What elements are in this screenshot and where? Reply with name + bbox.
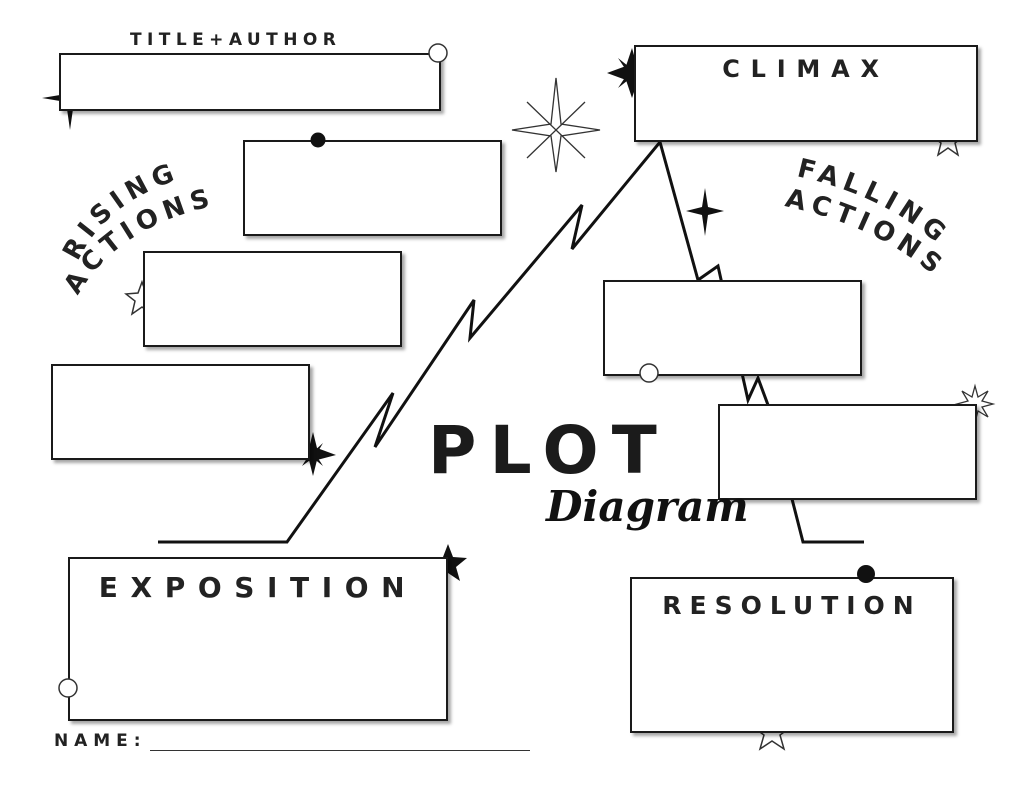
rising-action-box-3[interactable] <box>51 364 310 460</box>
rising-action-box-2[interactable] <box>143 251 402 347</box>
plot-line <box>158 138 864 544</box>
rising-action-box-1[interactable] <box>243 140 502 236</box>
name-input-line[interactable] <box>150 750 530 751</box>
star-solid-icon <box>429 544 467 581</box>
climax-label: CLIMAX <box>722 55 890 83</box>
exposition-label: EXPOSITION <box>98 571 418 604</box>
resolution-label: RESOLUTION <box>662 591 922 620</box>
starburst-outline-icon <box>511 77 601 173</box>
burst-star-icon <box>607 48 658 98</box>
falling-action-box-1[interactable] <box>603 280 862 376</box>
title-author-box[interactable] <box>59 53 441 111</box>
plot-subtitle: Diagram <box>546 482 749 531</box>
resolution-box[interactable]: RESOLUTION <box>630 577 954 733</box>
pin-solid-icon <box>310 132 326 148</box>
name-label: NAME: <box>54 731 147 751</box>
pin-outline-icon <box>58 678 78 698</box>
falling-action-box-2[interactable] <box>718 404 977 500</box>
pin-solid-icon <box>857 565 875 583</box>
plot-title: PLOT <box>428 412 671 489</box>
burst-star-icon <box>290 432 336 476</box>
exposition-box[interactable]: EXPOSITION <box>68 557 448 721</box>
four-point-star-icon <box>686 188 724 236</box>
climax-box[interactable]: CLIMAX <box>634 45 978 142</box>
pin-outline-icon <box>639 363 659 383</box>
title-author-label: TITLE+AUTHOR <box>130 30 342 50</box>
pin-outline-icon <box>428 43 448 63</box>
